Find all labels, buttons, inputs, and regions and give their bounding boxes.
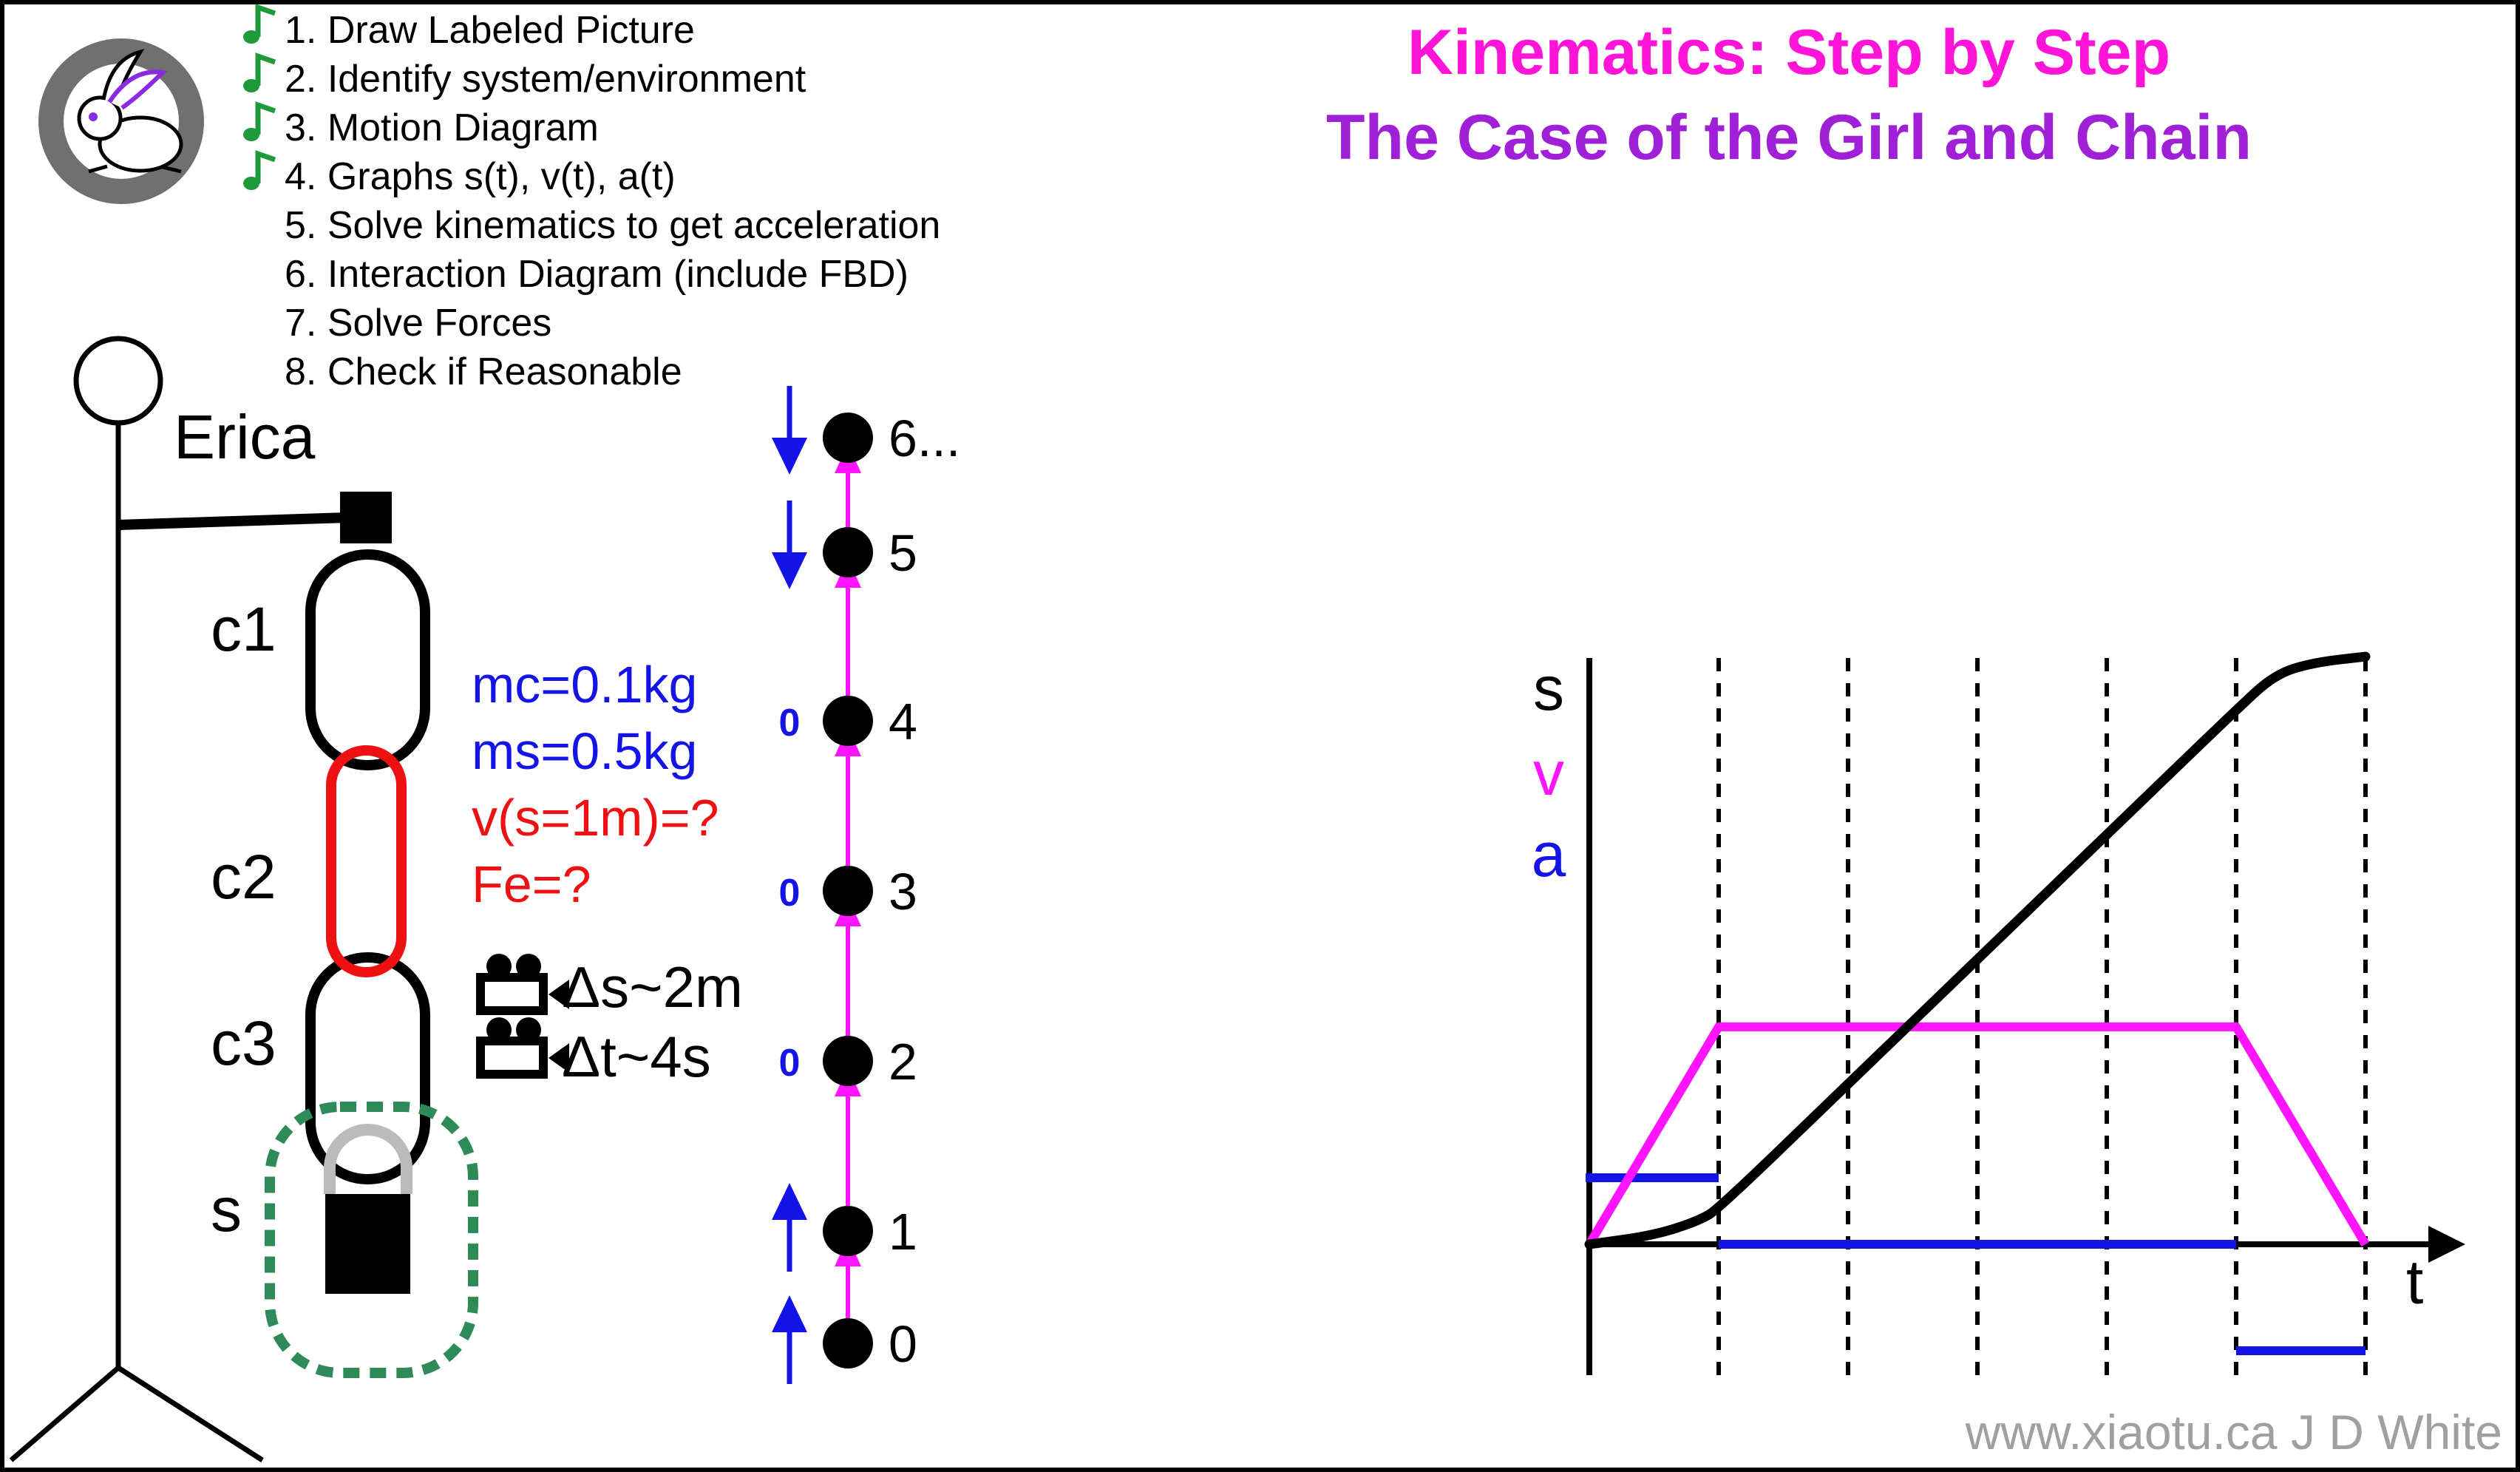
accel-zero-label: 0 <box>779 702 801 745</box>
title-line-2: The Case of the Girl and Chain <box>1326 102 2252 173</box>
accel-down-arrow-icon <box>772 501 807 589</box>
y-axis-label-v: v <box>1533 739 1564 808</box>
position-label: 1 <box>889 1203 917 1261</box>
chain-link-c1 <box>305 549 430 770</box>
estimate-dt: Δt~4s <box>476 1017 711 1089</box>
position-dot <box>823 527 873 577</box>
steps-checklist: 1. Draw Labeled Picture 2. Identify syste… <box>243 4 940 393</box>
step-item-4: 4. Graphs s(t), v(t), a(t) <box>285 155 676 198</box>
series-s-curve <box>1584 651 2371 1249</box>
series-v-line <box>1585 1022 2370 1247</box>
position-dot <box>823 1318 873 1368</box>
chain-link-c2 <box>326 745 407 977</box>
position-label: 6... <box>889 410 960 467</box>
y-axis-label-a: a <box>1532 820 1566 889</box>
load-label: s <box>211 1175 242 1244</box>
position-label: 3 <box>889 863 917 920</box>
step-item-1: 1. Draw Labeled Picture <box>285 9 695 52</box>
left-leg <box>9 1366 120 1462</box>
step-item-7: 7. Solve Forces <box>285 302 551 345</box>
position-label: 5 <box>889 524 917 582</box>
step-item-2: 2. Identify system/environment <box>285 58 806 101</box>
video-camera-icon <box>476 954 569 1015</box>
accel-zero-label: 0 <box>779 1042 801 1085</box>
music-note-check-icon <box>243 52 276 92</box>
given-1: mc=0.1kg <box>472 656 697 713</box>
chain-link-c3 <box>305 952 430 1184</box>
title-kinematics: Kinematics <box>1407 17 1747 88</box>
rabbit-icon <box>77 49 183 174</box>
x-axis-arrow-icon <box>2428 1226 2465 1263</box>
padlock-load-icon <box>325 1194 410 1294</box>
position-dot <box>823 1036 873 1086</box>
position-dot <box>823 1206 873 1256</box>
position-label: 4 <box>889 693 917 750</box>
rabbit-logo <box>38 38 204 204</box>
head-icon <box>73 336 163 426</box>
shackle-icon <box>324 1124 412 1194</box>
position-dot <box>823 696 873 746</box>
step-item-8: 8. Check if Reasonable <box>285 350 682 393</box>
step-item-3: 3. Motion Diagram <box>285 106 599 149</box>
hand-block <box>340 492 392 543</box>
stick-figure-erica <box>9 336 348 1462</box>
position-dot <box>823 413 873 463</box>
link-label-c2: c2 <box>211 842 276 912</box>
music-note-check-icon <box>243 101 276 141</box>
kinematics-graph: t sva <box>1532 651 2465 1375</box>
given-4: Fe=? <box>472 855 591 913</box>
estimate-dt-text: Δt~4s <box>562 1024 711 1089</box>
x-axis-label: t <box>2406 1247 2423 1317</box>
position-label: 2 <box>889 1033 917 1091</box>
person-label: Erica <box>174 402 316 472</box>
credit-text: www.xiaotu.ca J D White <box>1965 1405 2502 1459</box>
y-axis-label-s: s <box>1533 654 1564 723</box>
estimate-ds-text: Δs~2m <box>562 954 743 1020</box>
music-note-check-icon <box>243 150 276 190</box>
link-label-c1: c1 <box>211 594 276 664</box>
accel-down-arrow-icon <box>772 386 807 475</box>
step-item-6: 6. Interaction Diagram (include FBD) <box>285 253 909 296</box>
givens-list: mc=0.1kg ms=0.5kg v(s=1m)=? Fe=? <box>472 656 719 913</box>
given-3: v(s=1m)=? <box>472 789 719 847</box>
motion-diagram: 0 1 2 0 3 0 4 0 5 6... <box>772 386 960 1384</box>
video-camera-icon <box>476 1017 569 1079</box>
link-label-c3: c3 <box>211 1008 276 1078</box>
given-2: ms=0.5kg <box>472 722 697 780</box>
system-boundary <box>265 1102 478 1378</box>
title-line-1: Kinematics: Step by Step <box>1407 17 2170 88</box>
position-dot <box>823 866 873 916</box>
title-step-by-step: : Step by Step <box>1747 17 2170 88</box>
arm-line <box>118 512 348 530</box>
right-leg <box>117 1366 264 1462</box>
accel-up-arrow-icon <box>772 1183 807 1272</box>
estimate-ds: Δs~2m <box>476 954 743 1020</box>
music-note-check-icon <box>243 4 276 44</box>
position-label: 0 <box>889 1315 917 1373</box>
accel-up-arrow-icon <box>772 1295 807 1384</box>
accel-zero-label: 0 <box>779 872 801 915</box>
step-item-5: 5. Solve kinematics to get acceleration <box>285 204 940 247</box>
